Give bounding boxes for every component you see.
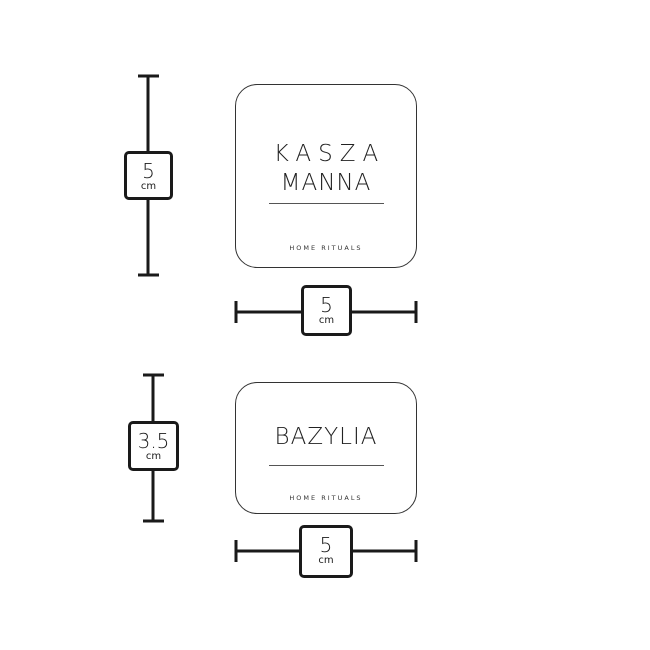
width-value: 5	[320, 293, 333, 317]
label-bazylia: BAZYLIA HOME RITUALS	[235, 382, 417, 514]
height-unit: cm	[140, 181, 157, 192]
label-brand: HOME RITUALS	[289, 244, 363, 252]
label-title-line-2: MANNA	[280, 170, 372, 196]
width-unit: cm	[318, 315, 335, 326]
height-value: 3.5	[137, 429, 170, 453]
height-badge-1: 5 cm	[124, 151, 173, 200]
width-value: 5	[319, 533, 333, 557]
height-unit: cm	[145, 451, 162, 462]
label-kasza-manna: KASZA MANNA HOME RITUALS	[235, 84, 417, 268]
label-divider	[269, 203, 384, 204]
label-brand: HOME RITUALS	[289, 494, 363, 502]
height-badge-2: 3.5 cm	[128, 421, 179, 471]
label-title-line-1: KASZA	[273, 141, 386, 167]
label-divider	[269, 465, 384, 466]
width-badge-2: 5 cm	[299, 525, 353, 578]
height-value: 5	[142, 159, 155, 183]
width-badge-1: 5 cm	[301, 285, 352, 336]
label-title-line-1: BAZYLIA	[274, 424, 378, 450]
width-unit: cm	[318, 555, 334, 566]
